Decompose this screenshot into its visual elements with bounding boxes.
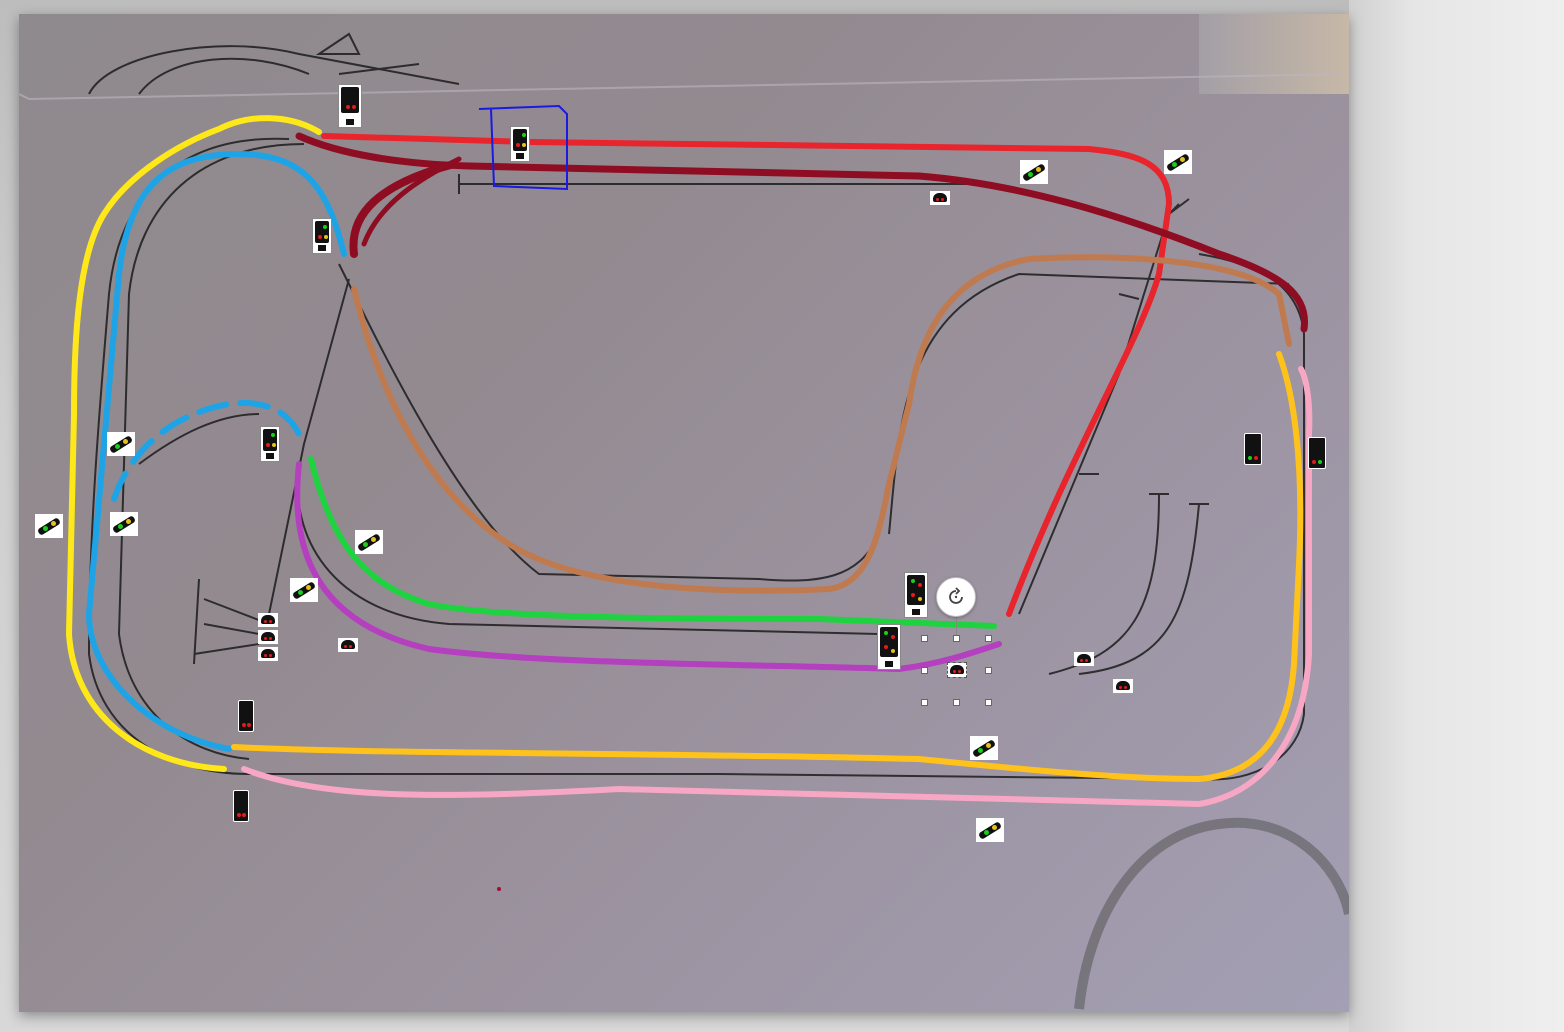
three-aspect-signal-icon[interactable]	[510, 126, 530, 162]
dark-red-branch	[353, 164, 454, 254]
diagonal-signal-icon[interactable]	[107, 432, 135, 456]
resize-handle-top-left[interactable]	[921, 635, 928, 642]
dwarf-signal-icon[interactable]	[258, 613, 278, 627]
rotate-handle-icon[interactable]	[936, 577, 976, 617]
resize-handle-top[interactable]	[953, 635, 960, 642]
diagonal-signal-icon[interactable]	[970, 736, 998, 760]
diagonal-signal-icon[interactable]	[35, 514, 63, 538]
right-gutter	[1349, 0, 1564, 1032]
red-route	[324, 136, 1169, 614]
three-aspect-signal-icon[interactable]	[338, 84, 362, 128]
three-aspect-signal-icon[interactable]	[904, 572, 928, 618]
resize-handle-top-right[interactable]	[985, 635, 992, 642]
diagonal-signal-icon[interactable]	[355, 530, 383, 554]
resize-handle-right[interactable]	[985, 667, 992, 674]
diagonal-signal-icon[interactable]	[290, 578, 318, 602]
dwarf-signal-icon[interactable]	[258, 647, 278, 661]
dwarf-signal-icon[interactable]	[258, 630, 278, 644]
resize-handle-bottom-right[interactable]	[985, 699, 992, 706]
three-aspect-signal-icon[interactable]	[312, 218, 332, 254]
dwarf-signal-icon[interactable]	[338, 638, 358, 652]
three-aspect-signal-icon[interactable]	[260, 426, 280, 462]
diagonal-signal-icon[interactable]	[976, 818, 1004, 842]
rotate-connector	[956, 617, 957, 635]
dark-signal-icon[interactable]	[233, 790, 249, 822]
dwarf-signal-icon[interactable]	[930, 191, 950, 205]
selection-outline	[947, 662, 967, 678]
three-aspect-signal-icon[interactable]	[877, 624, 901, 670]
dwarf-signal-icon[interactable]	[1113, 679, 1133, 693]
dark-signal-icon[interactable]	[1244, 433, 1262, 465]
dwarf-signal-icon[interactable]	[1074, 652, 1094, 666]
dark-signal-icon[interactable]	[1308, 437, 1326, 469]
dark-signal-icon[interactable]	[238, 700, 254, 732]
resize-handle-left[interactable]	[921, 667, 928, 674]
resize-handle-bottom[interactable]	[953, 699, 960, 706]
orange-route	[234, 354, 1300, 779]
diagonal-signal-icon[interactable]	[110, 512, 138, 536]
diagonal-signal-icon[interactable]	[1164, 150, 1192, 174]
layout-photo	[19, 14, 1349, 1012]
diagonal-signal-icon[interactable]	[1020, 160, 1048, 184]
resize-handle-bottom-left[interactable]	[921, 699, 928, 706]
track-drawing	[19, 14, 1349, 1012]
